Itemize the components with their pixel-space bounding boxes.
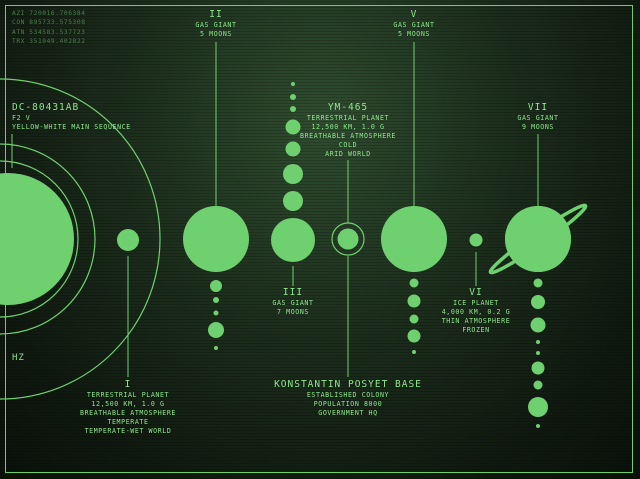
planet-vii-moon[interactable]: [533, 278, 543, 288]
planet-iii-name: III: [282, 287, 304, 298]
coord-atn: ATN 534583.537723: [12, 28, 86, 36]
planet-vii-moon[interactable]: [528, 397, 548, 417]
ym-465-line: 12,500 KM, 1.0 G: [311, 123, 385, 131]
habitable-zone-label: HZ: [12, 353, 25, 363]
planet-ii[interactable]: [183, 206, 249, 272]
planet-v-name: V: [410, 9, 418, 20]
ym-465-name: YM-465: [327, 102, 369, 113]
coordinate-readout: AZI 720016.706384 CON 895733.575308 ATN …: [12, 9, 86, 47]
ym-465-line: COLD: [338, 141, 358, 149]
planet-ii-moon[interactable]: [214, 346, 218, 350]
planet-v-moon[interactable]: [409, 314, 419, 324]
habitable-zone-inner-ring: [0, 143, 96, 335]
planet-vii-moon[interactable]: [536, 340, 540, 344]
planet-vii[interactable]: [505, 206, 571, 272]
planet-vi-line: ICE PLANET: [453, 299, 499, 307]
planet-iii-label: III GAS GIANT 7 MOONS: [243, 287, 343, 317]
coord-trx: TRX 351049.402822: [12, 38, 86, 46]
planet-i[interactable]: [117, 229, 139, 251]
planet-i-line: TEMPERATE-WET WORLD: [84, 427, 172, 435]
star-class: F2 V: [12, 114, 31, 122]
planet-iii-line: 7 MOONS: [277, 308, 309, 316]
base-line: ESTABLISHED COLONY: [306, 391, 390, 399]
ym-465[interactable]: [337, 228, 359, 250]
planet-iii-moon[interactable]: [283, 164, 303, 184]
planet-iii-moon[interactable]: [290, 94, 296, 100]
ym-465-orbit-ring: [331, 222, 365, 256]
star-corona-ring: [0, 160, 79, 318]
planet-vii-moon[interactable]: [536, 424, 540, 428]
planet-ii-name: II: [209, 9, 223, 20]
planet-ii-moon[interactable]: [213, 297, 219, 303]
habitable-zone-outer-ring: [0, 78, 161, 400]
planet-vii-line: GAS GIANT: [517, 114, 559, 122]
planet-vii-moon[interactable]: [536, 351, 540, 355]
planet-ii-line: 5 MOONS: [200, 30, 232, 38]
planet-iii-line: GAS GIANT: [272, 299, 314, 307]
planet-ii-label: II GAS GIANT 5 MOONS: [166, 9, 266, 39]
coord-con: CON 895733.575308: [12, 19, 86, 27]
planet-i-name: I: [124, 379, 132, 390]
planet-ii-moon[interactable]: [210, 280, 222, 292]
planet-i-line: TERRESTRIAL PLANET: [86, 391, 170, 399]
ym-465-label: YM-465 TERRESTRIAL PLANET 12,500 KM, 1.0…: [288, 102, 408, 159]
planet-v[interactable]: [381, 206, 447, 272]
planet-i-line: BREATHABLE ATMOSPHERE: [80, 409, 176, 417]
base-name: KONSTANTIN POSYET BASE: [274, 379, 422, 390]
star[interactable]: [0, 173, 74, 305]
planet-vii-moon[interactable]: [533, 380, 543, 390]
star-label: DC-80431AB F2 V YELLOW-WHITE MAIN SEQUEN…: [12, 102, 131, 132]
planet-iii-moon[interactable]: [285, 141, 301, 157]
planet-vii-moon[interactable]: [531, 361, 545, 375]
planet-v-label: V GAS GIANT 5 MOONS: [364, 9, 464, 39]
planet-vii-moon[interactable]: [530, 317, 546, 333]
planet-vii-name: VII: [527, 102, 549, 113]
planet-ii-moon[interactable]: [208, 322, 224, 338]
planet-iii[interactable]: [271, 218, 315, 262]
planet-vii-line: 9 MOONS: [522, 123, 554, 131]
planet-vii-moon[interactable]: [531, 295, 545, 309]
planet-iii-moon[interactable]: [283, 191, 303, 211]
planet-i-line: TEMPERATE: [107, 418, 149, 426]
planet-ii-moon[interactable]: [213, 310, 219, 316]
planet-v-line: GAS GIANT: [393, 21, 435, 29]
base-line: GOVERNMENT HQ: [318, 409, 378, 417]
planet-v-moon[interactable]: [407, 329, 421, 343]
planet-v-line: 5 MOONS: [398, 30, 430, 38]
star-name: DC-80431AB: [12, 102, 80, 113]
planet-vii-label: VII GAS GIANT 9 MOONS: [488, 102, 588, 132]
planet-vi-line: FROZEN: [462, 326, 490, 334]
planet-iii-moon[interactable]: [285, 119, 301, 135]
planet-v-moon[interactable]: [407, 294, 421, 308]
planet-v-moon[interactable]: [409, 278, 419, 288]
planet-v-moon[interactable]: [412, 350, 416, 354]
planet-vi-label: VI ICE PLANET 4,000 KM, 0.2 G THIN ATMOS…: [426, 287, 526, 335]
planet-iii-moon[interactable]: [290, 106, 296, 112]
base-label: KONSTANTIN POSYET BASE ESTABLISHED COLON…: [263, 379, 433, 418]
planet-i-line: 12,500 KM, 1.0 G: [91, 400, 165, 408]
ym-465-line: ARID WORLD: [325, 150, 371, 158]
base-line: POPULATION 8000: [313, 400, 383, 408]
planet-vi-line: THIN ATMOSPHERE: [441, 317, 511, 325]
ym-465-line: BREATHABLE ATMOSPHERE: [300, 132, 396, 140]
planet-vi[interactable]: [469, 233, 483, 247]
planet-i-label: I TERRESTRIAL PLANET 12,500 KM, 1.0 G BR…: [68, 379, 188, 436]
planet-ii-line: GAS GIANT: [195, 21, 237, 29]
coord-azi: AZI 720016.706384: [12, 10, 86, 17]
star-description: YELLOW-WHITE MAIN SEQUENCE: [12, 123, 131, 131]
planet-vi-name: VI: [469, 287, 483, 298]
planet-vi-line: 4,000 KM, 0.2 G: [441, 308, 511, 316]
ym-465-line: TERRESTRIAL PLANET: [306, 114, 390, 122]
planet-iii-moon[interactable]: [291, 82, 295, 86]
